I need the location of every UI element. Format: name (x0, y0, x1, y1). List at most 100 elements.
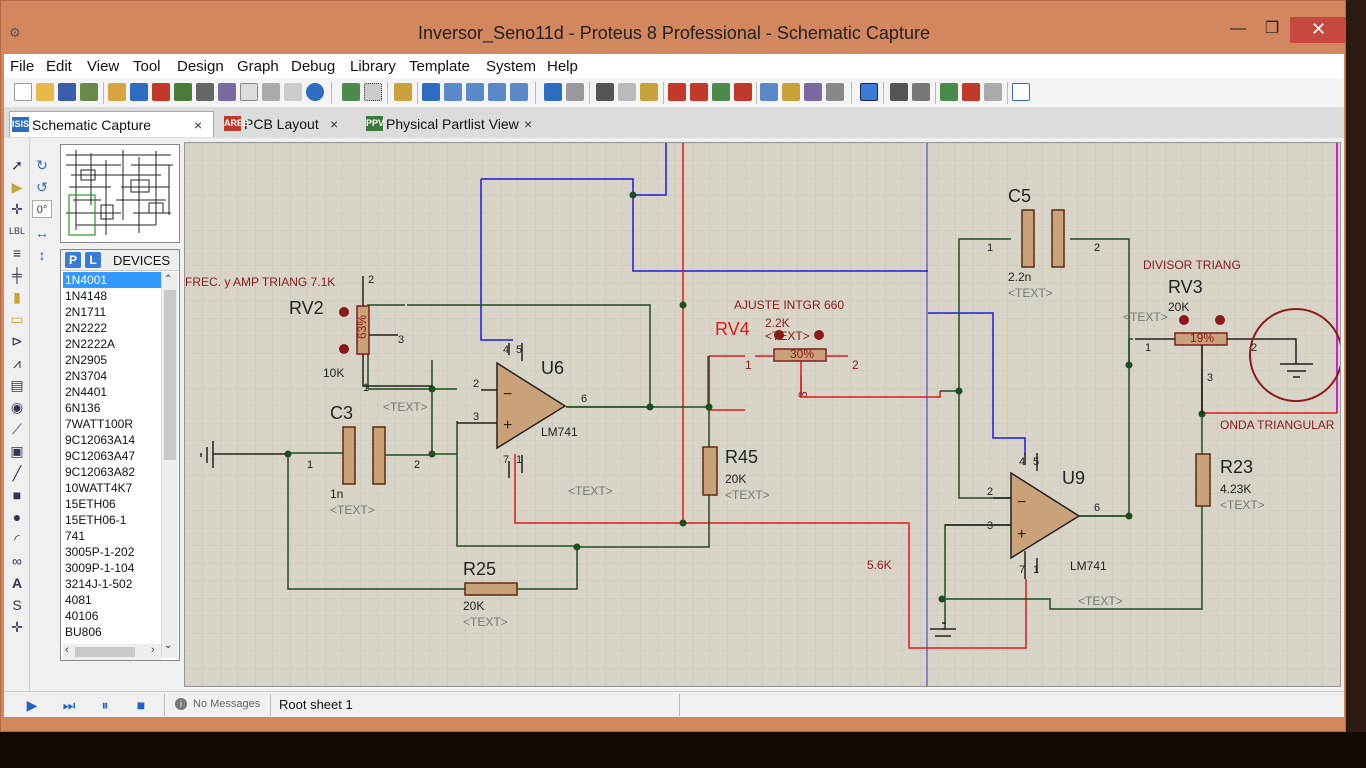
zoom-in-icon[interactable] (444, 83, 462, 101)
import-icon[interactable] (80, 83, 98, 101)
tab-physical-partlist-view[interactable]: PPV Physical Partlist View × (364, 111, 544, 137)
device-list-item[interactable]: 2N3704 (65, 369, 108, 383)
home-icon[interactable] (108, 83, 126, 101)
pause-icon[interactable]: ⏸ (101, 697, 109, 713)
3d-icon[interactable] (174, 83, 192, 101)
menu-debug[interactable]: Debug (291, 58, 336, 75)
r25-resistor[interactable] (464, 582, 518, 596)
text-script-icon[interactable]: ≡ (12, 245, 22, 261)
notes-icon[interactable] (262, 83, 280, 101)
device-list-item[interactable]: 15ETH06-1 (65, 513, 127, 527)
r23-resistor[interactable] (1195, 453, 1211, 507)
device-list-item[interactable]: 2N2222 (65, 321, 108, 335)
scroll-down-icon[interactable]: ⌄ (164, 640, 173, 651)
tab-schematic-capture[interactable]: ISIS Schematic Capture × (9, 111, 214, 137)
origin-icon[interactable] (394, 83, 412, 101)
device-list-item[interactable]: 7WATT100R (65, 417, 134, 431)
library-manager-button[interactable]: L (85, 252, 101, 268)
c5-capacitor[interactable] (1021, 209, 1065, 268)
menu-file[interactable]: File (10, 58, 35, 75)
tape-recorder-icon[interactable]: ▤ (10, 377, 24, 393)
design-explorer-icon[interactable] (218, 83, 236, 101)
device-list-item[interactable]: 9C12063A47 (65, 449, 136, 463)
text-icon[interactable]: A (11, 575, 23, 591)
device-list-item[interactable]: 2N2905 (65, 353, 108, 367)
block-rotate-icon[interactable] (712, 83, 730, 101)
remove-sheet-icon[interactable] (962, 83, 980, 101)
device-list-item[interactable]: 2N4401 (65, 385, 108, 399)
line-icon[interactable]: ╱ (12, 465, 22, 481)
schematic-drawing[interactable]: 63% RV2 FREC. y AMP TRIANG 7.1K 10K 2 3 … (185, 143, 1341, 687)
device-list-item[interactable]: 9C12063A14 (65, 433, 136, 447)
decompose-icon[interactable] (826, 83, 844, 101)
close-button[interactable]: ✕ (1290, 17, 1347, 43)
close-tab-icon[interactable]: × (194, 117, 203, 133)
device-list-item[interactable]: 1N4001 (63, 272, 161, 288)
terminals-icon[interactable]: ▭ (10, 311, 24, 327)
u9-opamp[interactable]: − + (945, 453, 1081, 579)
box-icon[interactable]: ■ (12, 487, 22, 503)
u6-opamp[interactable]: − + (457, 343, 567, 478)
app-icon[interactable]: ⚙ (9, 25, 21, 40)
pick-from-library-button[interactable]: P (65, 252, 81, 268)
rv3-potentiometer[interactable]: 19% (1135, 315, 1255, 346)
search-icon[interactable] (890, 83, 908, 101)
device-list-item[interactable]: 2N2222A (65, 337, 116, 351)
step-icon[interactable]: ⏭ (62, 697, 76, 713)
block-move-icon[interactable] (690, 83, 708, 101)
scroll-right-icon[interactable]: › (151, 644, 155, 656)
subcircuit-icon[interactable]: ▮ (13, 289, 21, 305)
refresh-icon[interactable] (342, 83, 360, 101)
circle-icon[interactable]: ● (12, 509, 22, 525)
generator-icon[interactable]: ◉ (10, 399, 24, 415)
rotate-cw-icon[interactable]: ↻ (36, 157, 48, 173)
block-copy-icon[interactable] (668, 83, 686, 101)
bus-icon[interactable]: ╪ (12, 267, 22, 283)
close-tab-icon[interactable]: × (330, 116, 339, 132)
device-list-item[interactable]: 15ETH06 (65, 497, 116, 511)
menu-system[interactable]: System (486, 58, 537, 75)
symbol-icon[interactable]: S (12, 597, 22, 613)
rotation-angle-field[interactable]: 0° (32, 200, 52, 218)
menu-template[interactable]: Template (409, 58, 470, 75)
zoom-out-icon[interactable] (466, 83, 484, 101)
maximize-button[interactable]: ❐ (1264, 20, 1280, 37)
close-tab-icon[interactable]: × (524, 116, 533, 132)
messages-status[interactable]: No Messages (193, 698, 261, 710)
scroll-up-icon[interactable]: ⌃ (164, 274, 173, 285)
docs-icon[interactable] (284, 83, 302, 101)
pick-device-icon[interactable] (760, 83, 778, 101)
device-list-item[interactable]: 3214J-1-502 (65, 577, 133, 591)
scroll-thumb[interactable] (164, 290, 176, 460)
menu-view[interactable]: View (87, 58, 120, 75)
menu-library[interactable]: Library (350, 58, 396, 75)
play-icon[interactable]: ▶ (26, 697, 38, 713)
device-list-item[interactable]: 6N136 (65, 401, 101, 415)
schematic-canvas[interactable]: 63% RV2 FREC. y AMP TRIANG 7.1K 10K 2 3 … (184, 142, 1341, 687)
zoom-area-icon[interactable] (510, 83, 528, 101)
overview-window[interactable] (60, 144, 180, 243)
paste-icon[interactable] (640, 83, 658, 101)
open-folder-icon[interactable] (36, 83, 54, 101)
wire-autorouter-icon[interactable] (860, 83, 878, 101)
h-scroll-thumb[interactable] (75, 647, 135, 657)
new-sheet-icon[interactable] (940, 83, 958, 101)
device-list-item[interactable]: 2N1711 (65, 305, 107, 319)
minimize-button[interactable]: — (1230, 20, 1246, 37)
signal-generator-icon[interactable] (1249, 308, 1341, 402)
r45-resistor[interactable] (702, 446, 718, 496)
device-list-item[interactable]: 40106 (65, 609, 99, 623)
device-list-item[interactable]: 1N4148 (65, 289, 108, 303)
block-delete-icon[interactable] (734, 83, 752, 101)
help-icon[interactable] (306, 83, 324, 101)
bom-icon[interactable] (240, 83, 258, 101)
scroll-left-icon[interactable]: ‹ (65, 644, 69, 656)
probe-icon[interactable]: ⟋ (12, 421, 22, 437)
menu-tool[interactable]: Tool (133, 58, 161, 75)
grid-icon[interactable] (364, 83, 382, 101)
copy-icon[interactable] (618, 83, 636, 101)
property-assign-icon[interactable] (912, 83, 930, 101)
component-mode-icon[interactable]: ▶ (11, 179, 23, 195)
netlist-icon[interactable] (1012, 83, 1030, 101)
zoom-all-icon[interactable] (488, 83, 506, 101)
